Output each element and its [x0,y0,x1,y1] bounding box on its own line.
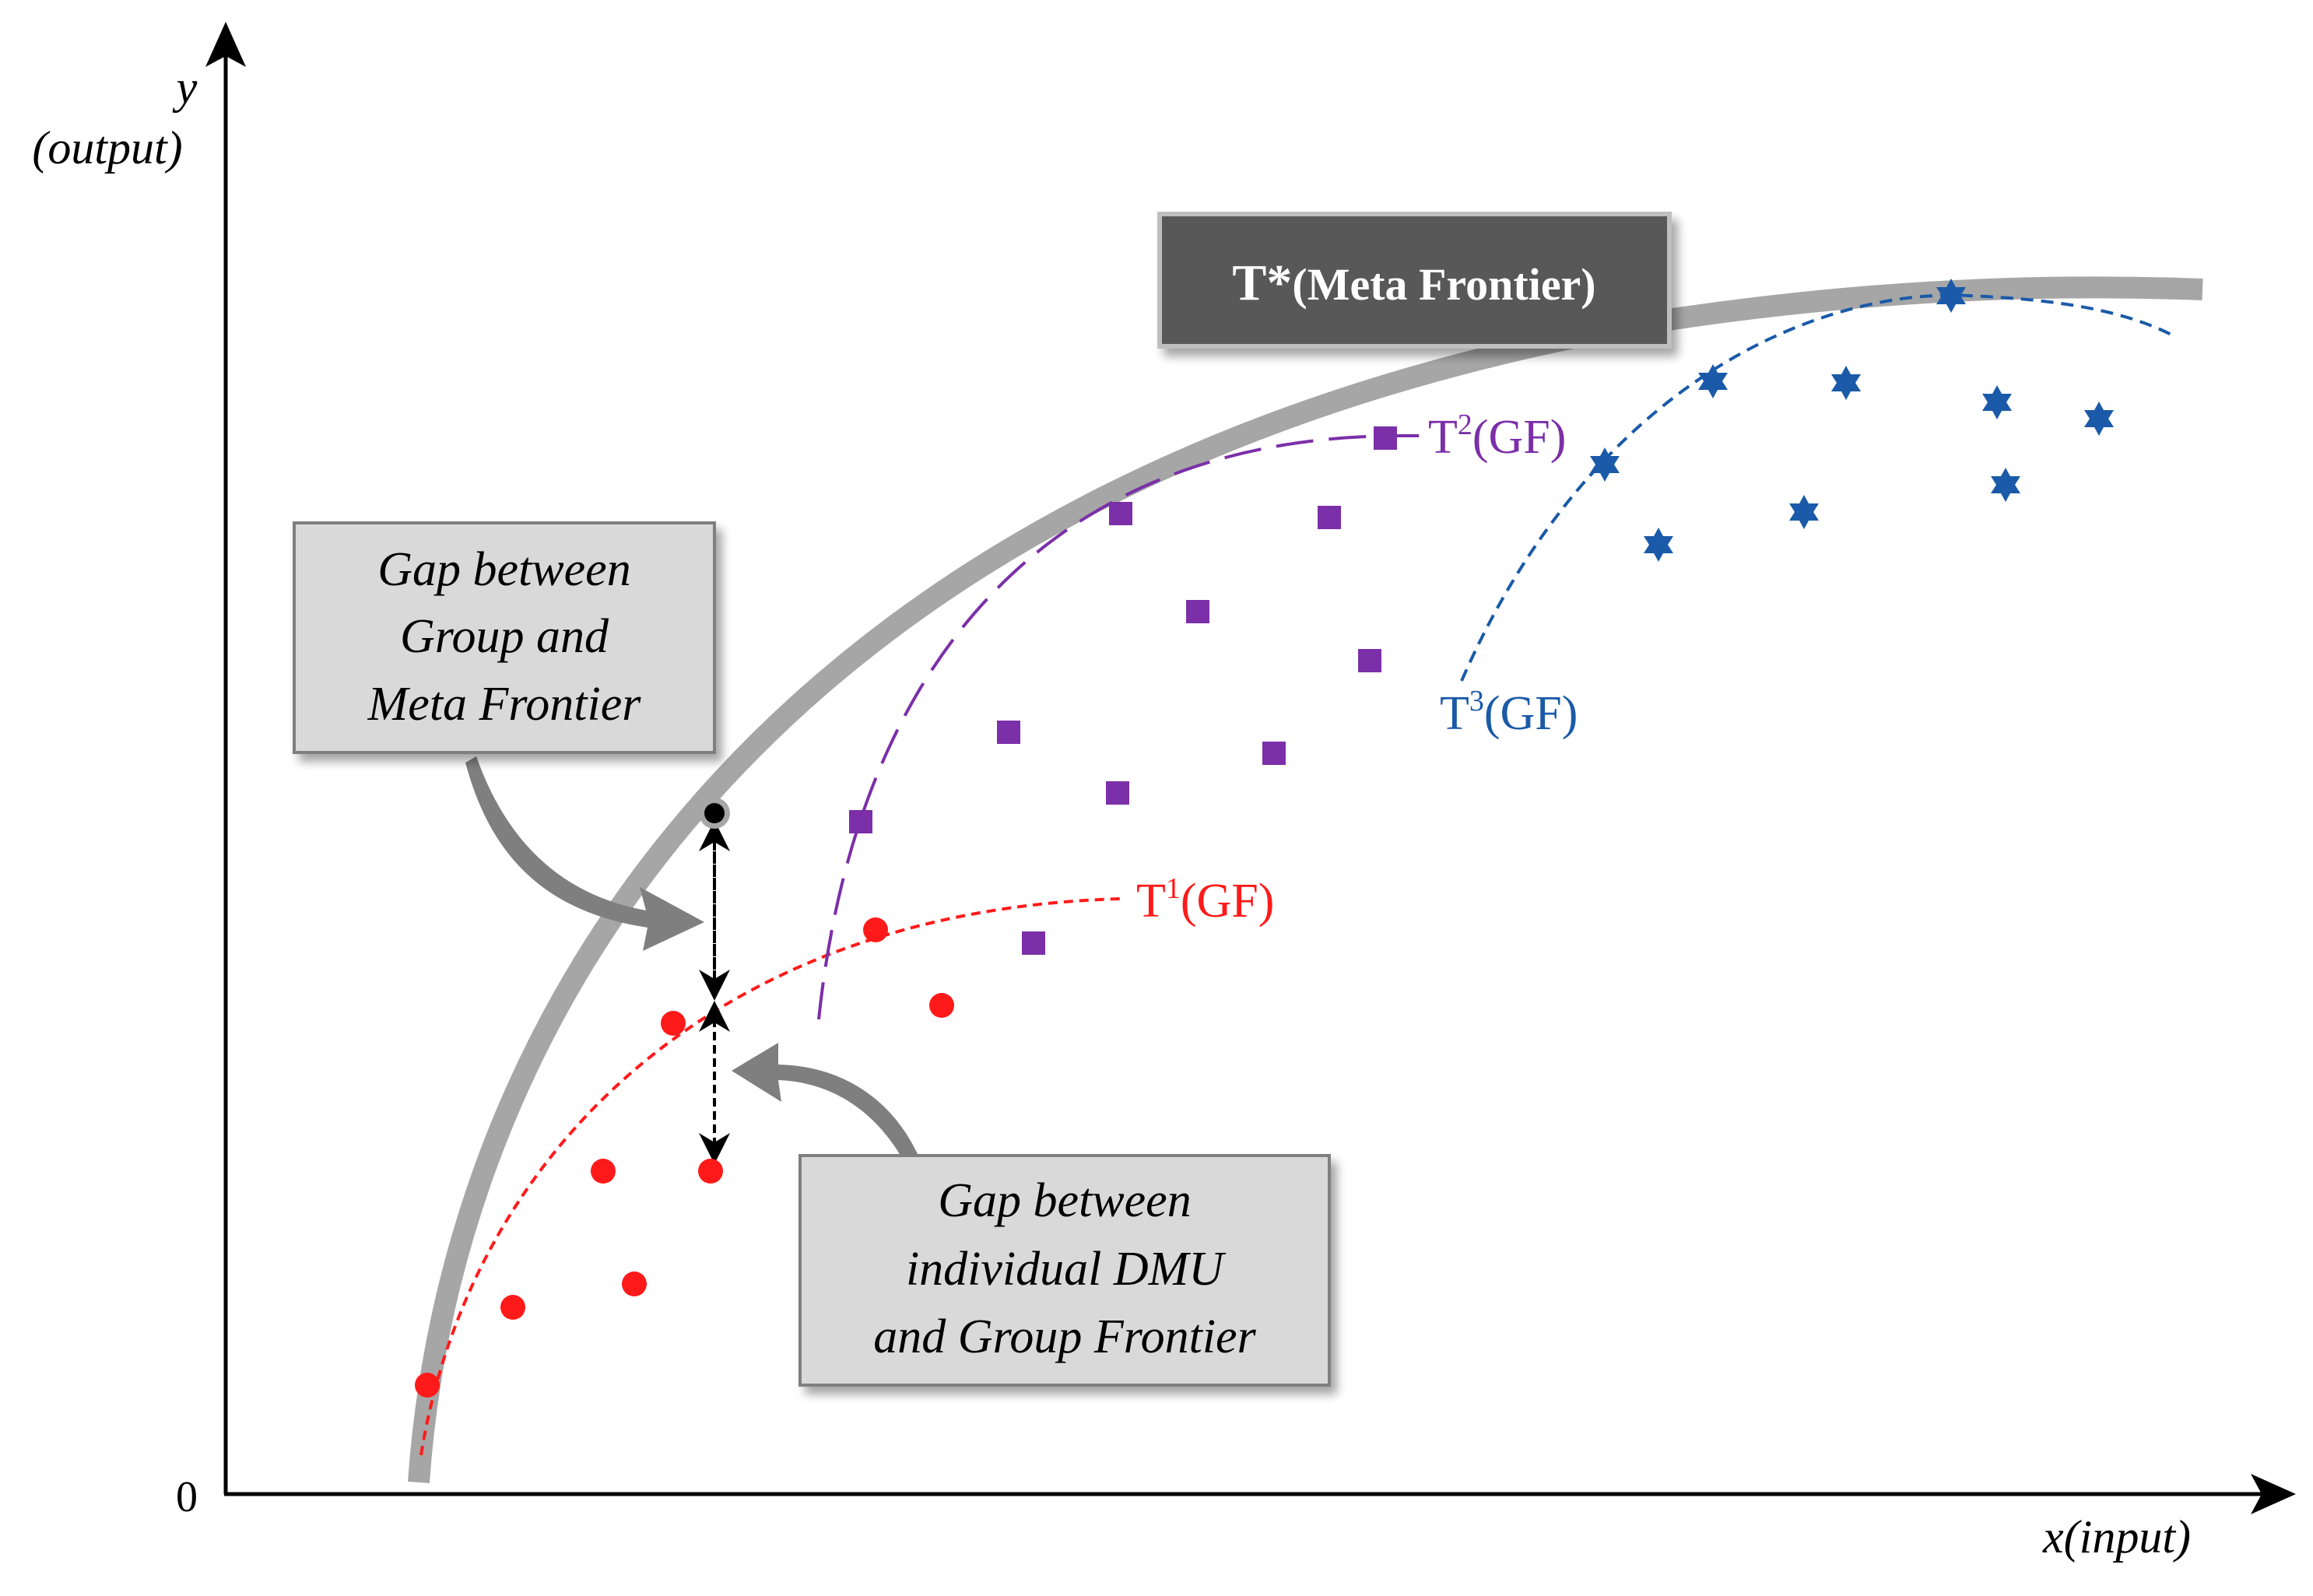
group-2-point [1186,600,1209,623]
group-1-point [622,1272,647,1296]
group-frontier-1-label: T1(GF) [1136,872,1274,928]
group-2-point [1022,931,1045,955]
group-3-point [1789,495,1819,529]
group-2-point [1106,781,1129,805]
group-1-point [863,917,888,942]
group-frontier-3-curve [1460,293,2172,682]
meta-frontier-point-core [704,803,725,823]
x-axis-label: x(input) [2042,1511,2191,1563]
x-axis-arrowhead [2251,1474,2296,1514]
meta-frontier-title-box [1157,212,1672,349]
group-1-point [929,993,954,1018]
group-2-point [1374,426,1397,450]
group-2-point [849,810,872,833]
origin-label: 0 [176,1473,198,1521]
group-2-point [1358,649,1381,672]
group-3-point [2084,402,2114,436]
group-1-point [661,1011,686,1036]
group-frontier-3-label: T3(GF) [1440,685,1578,740]
dmu-group-gap-line-3: and Group Frontier [873,1310,1256,1363]
group-2-point [1318,506,1341,529]
group-meta-gap-line-1: Gap between [377,543,630,596]
dmu-group-gap-line-1: Gap between [938,1174,1191,1227]
group-1-point [500,1295,525,1320]
group-3-point [1644,528,1673,562]
group-2-point [1262,742,1286,765]
y-axis-arrowhead [205,22,246,67]
group-1-point [698,1159,723,1184]
group-2-points [849,426,1397,955]
group-3-point [1982,385,2012,419]
group-3-point [1936,279,1966,313]
group-meta-gap-line-2: Group and [400,610,609,663]
group-1-points [415,917,954,1398]
group-meta-gap-line-3: Meta Frontier [367,678,642,731]
meta-frontier-curve [408,276,2203,1483]
dmu-group-gap-line-2: individual DMU [906,1243,1227,1296]
group-3-point [1590,447,1620,482]
dmu-group-callout-arrow [732,1043,918,1159]
group-3-points [1590,279,2114,562]
group-2-point [997,721,1020,744]
group-3-point [1991,468,2020,502]
y-axis-label-var: y [172,61,198,113]
group-3-point [1698,364,1728,398]
group-meta-gap-callout [293,521,716,754]
group-frontier-1-curve [419,897,1121,1456]
group-1-point [591,1159,616,1184]
group-meta-callout-arrow [465,756,704,951]
dmu-group-gap-callout [798,1154,1331,1387]
group-frontier-2-label: T2(GF) [1428,409,1566,464]
meta-frontier-title: T*(Meta Frontier) [1232,254,1595,311]
group-3-point [1831,366,1861,400]
group-2-point [1109,502,1132,525]
group-frontier-2-curve [817,434,1424,1020]
y-axis-label-desc: (output) [32,122,182,174]
group-1-point [415,1373,440,1398]
